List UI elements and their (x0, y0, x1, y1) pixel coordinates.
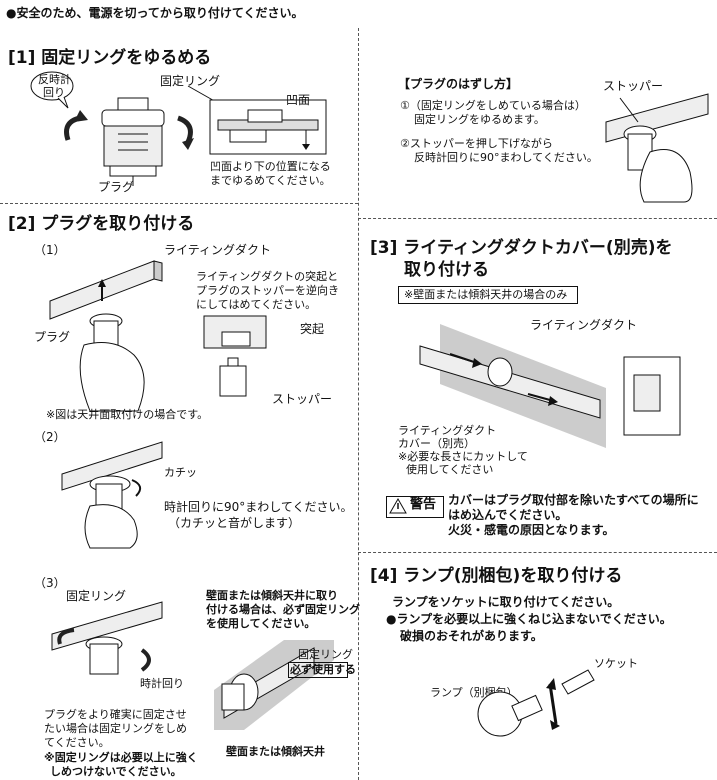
s2-rotate-line1: 時計回りに90°まわしてください。 (164, 500, 353, 514)
remove-step2-line1: ②ストッパーを押し下げながら (400, 137, 553, 150)
s3-duct-label: ライティングダクト (530, 318, 638, 332)
s3-title-line2: 取り付ける (404, 260, 489, 280)
s2-protrusion-label: 突起 (300, 322, 325, 336)
plug-ring-illustration (64, 97, 194, 186)
s2-desc-3: にしてはめてください。 (196, 298, 317, 311)
s2-fix-line3: てください。 (44, 736, 110, 749)
recess-detail-illustration (209, 99, 327, 155)
s4-line3: 破損のおそれがあります。 (400, 629, 543, 643)
must-use-box (288, 662, 348, 678)
s3-cover-label2: カバー（別売） (398, 437, 475, 450)
s2-step2-illustration (61, 441, 163, 549)
s2-plug-label: プラグ (34, 330, 71, 344)
s2-slope-line3: を使用してください。 (206, 617, 316, 630)
s1-ring-label: 固定リング (160, 74, 221, 88)
s3-title-line1: [3] ライティングダクトカバー(別売)を (370, 238, 673, 258)
s2-fix-note2: しめつけないでください。 (50, 765, 182, 778)
s2-fix-line2: たい場合は固定リングをしめ (44, 722, 187, 735)
divider-remove-s3 (358, 218, 717, 219)
remove-step1-line2: 固定リングをゆるめます。 (414, 113, 545, 126)
s2-must-use: 必ず使用する (290, 663, 356, 676)
s2-step3-illustration (51, 601, 163, 675)
s4-socket-label: ソケット (594, 657, 638, 670)
s4-line2: ●ランプを必要以上に強くねじ込まないでください。 (386, 612, 672, 626)
s1-plug-label: プラグ (98, 180, 135, 194)
warning-line2: はめ込んでください。 (448, 508, 568, 522)
s3-cover-illustration (419, 324, 606, 448)
s4-title: [4] ランプ(別梱包)を取り付ける (370, 566, 623, 586)
s2-rotate-line2: （カチッと音がします） (168, 516, 301, 530)
s3-cut-note1: ※必要な長さにカットして (398, 450, 528, 463)
s2-step3-num: （3） (34, 576, 66, 590)
s2-protrusion-illustration (203, 315, 267, 397)
s2-clockwise-label: 時計回り (140, 677, 184, 690)
s2-duct-label: ライティングダクト (164, 243, 272, 257)
s2-desc-2: プラグのストッパーを逆向き (196, 284, 339, 297)
s2-desc-1: ライティングダクトの突起と (196, 270, 339, 283)
remove-step1-line1: ①（固定リングをしめている場合は） (400, 99, 586, 112)
remove-title: 【プラグのはずし方】 (398, 77, 519, 91)
bubble-line1: 反時計 (38, 73, 71, 86)
s3-boxed-note: ※壁面または傾斜天井の場合のみ (404, 288, 568, 301)
s1-title: [1] 固定リングをゆるめる (8, 48, 212, 68)
s2-fix-line1: プラグをより確実に固定させ (44, 708, 187, 721)
s2-ring-label2: 固定リング (298, 648, 353, 661)
warning-line3: 火災・感電の原因となります。 (448, 523, 615, 537)
s1-recess-label: 凹面 (286, 93, 311, 107)
counterclockwise-bubble-icon (30, 71, 74, 109)
safety-note: ●安全のため、電源を切ってから取り付けてください。 (6, 6, 304, 20)
warning-box (386, 496, 444, 518)
s3-cut-note2: 使用してください (406, 463, 494, 476)
s2-fix-note1: ※固定リングは必要以上に強く (44, 751, 198, 764)
s2-stopper-label: ストッパー (272, 392, 333, 406)
vertical-divider (358, 28, 359, 780)
s2-ring-label: 固定リング (66, 589, 127, 603)
s2-step1-illustration (49, 260, 163, 412)
bubble-line2: 回り (43, 86, 65, 99)
divider-s1-s2 (0, 203, 358, 204)
s2-slope-line1: 壁面または傾斜天井に取り (206, 589, 338, 602)
remove-stopper-label: ストッパー (603, 79, 664, 93)
warning-triangle-icon (389, 497, 407, 514)
s2-step2-num: （2） (34, 430, 66, 444)
s2-title: [2] プラグを取り付ける (8, 214, 195, 234)
s2-click-label: カチッ (164, 466, 197, 479)
s2-step1-num: （1） (34, 243, 66, 257)
warning-line1: カバーはプラグ取付部を除いたすべての場所に (448, 493, 699, 507)
s2-note: ※図は天井面取付けの場合です。 (46, 408, 209, 421)
s1-caption-2: までゆるめてください。 (210, 174, 331, 187)
s3-cover-detail (623, 356, 681, 436)
divider-s3-s4 (358, 552, 717, 553)
s3-note-box (398, 286, 578, 304)
s4-line1: ランプをソケットに取り付けてください。 (392, 595, 620, 609)
s2-slope-line2: 付ける場合は、必ず固定リング (206, 603, 360, 616)
remove-step2-line2: 反時計回りに90°まわしてください。 (414, 151, 598, 164)
remove-plug-illustration (605, 93, 709, 203)
s1-caption-1: 凹面より下の位置になる (210, 160, 331, 173)
s2-wall-caption: 壁面または傾斜天井 (226, 745, 325, 758)
warning-word: 警告 (410, 497, 437, 512)
s4-lamp-illustration (477, 669, 595, 737)
s3-cover-label1: ライティングダクト (398, 424, 497, 437)
